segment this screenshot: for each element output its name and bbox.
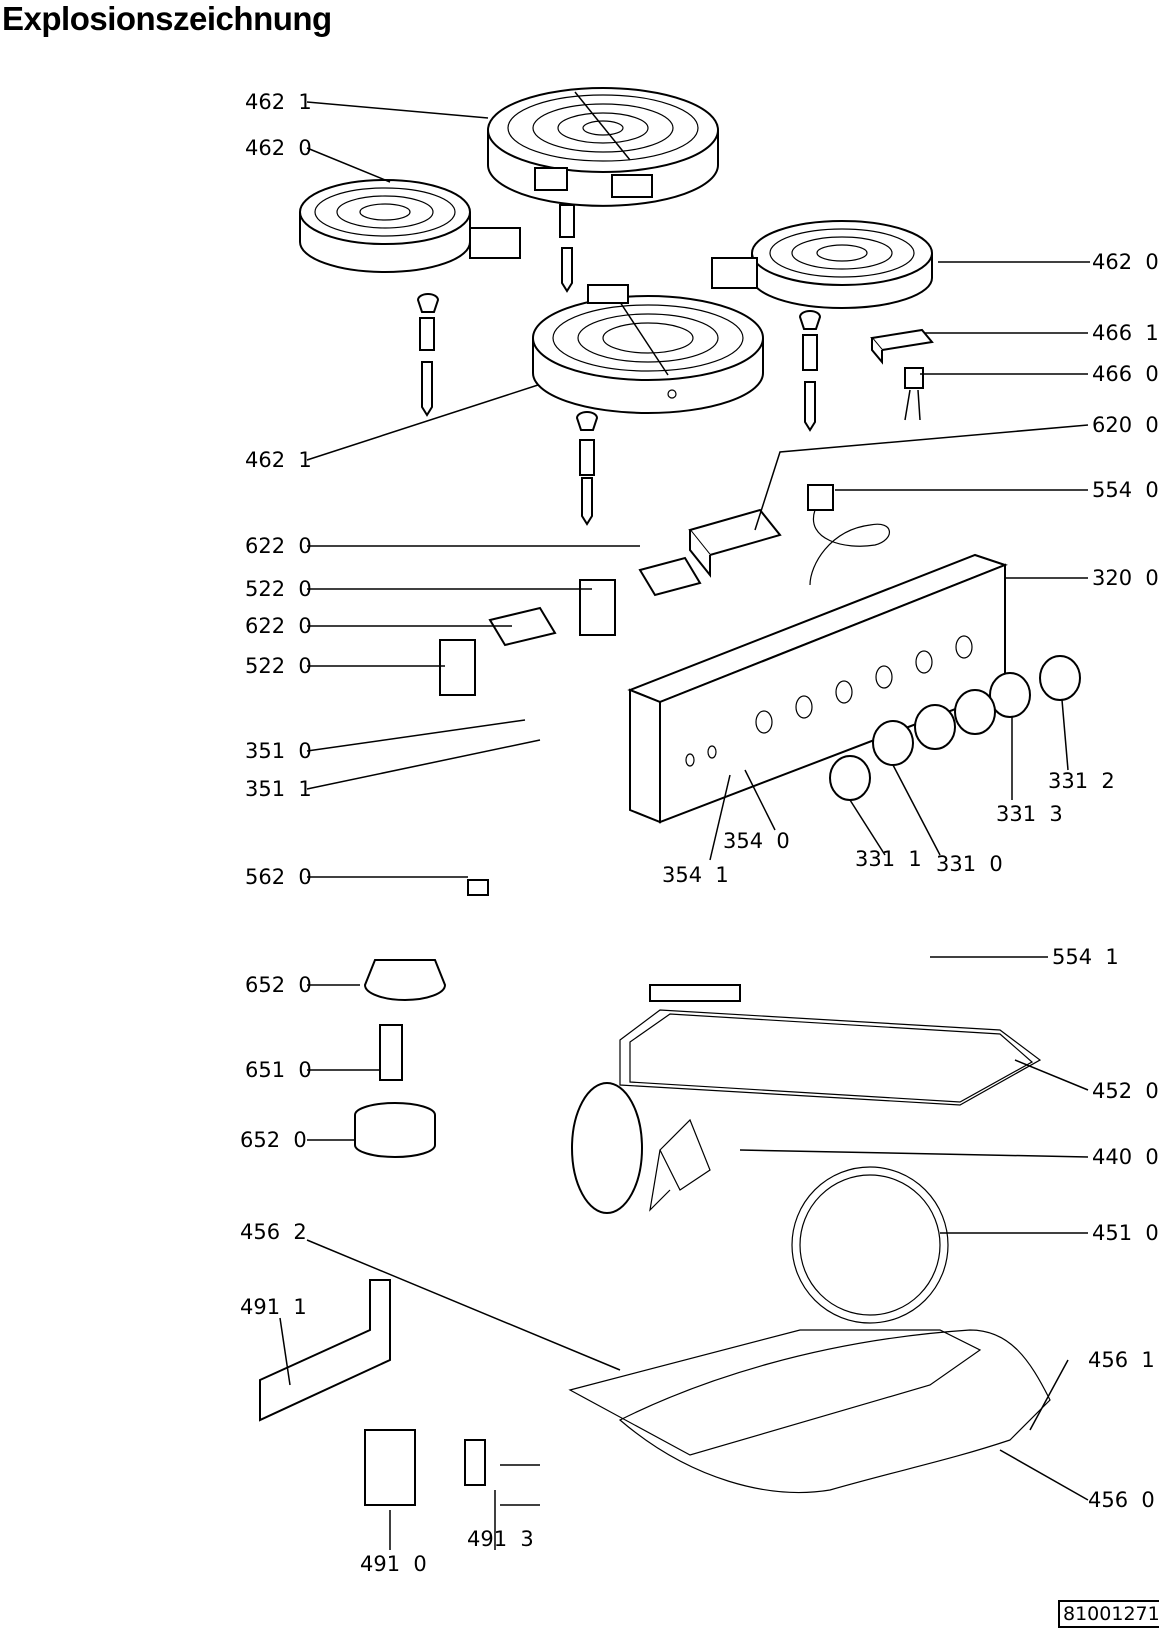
callout-440-0: 440 0 (1092, 1145, 1159, 1169)
callout-622-0-a: 622 0 (245, 534, 312, 558)
bottom-parts (259, 1279, 540, 1506)
callout-462-0-left: 462 0 (245, 136, 312, 160)
callout-466-0: 466 0 (1092, 362, 1159, 386)
callout-522-0-b: 522 0 (245, 654, 312, 678)
callout-331-0: 331 0 (936, 852, 1003, 876)
callout-331-1: 331 1 (855, 847, 922, 871)
callout-620-0: 620 0 (1092, 413, 1159, 437)
callout-462-1-top: 462 1 (245, 90, 312, 114)
callout-331-3: 331 3 (996, 802, 1063, 826)
document-number: 81001271 (1058, 1600, 1159, 1628)
callout-554-0: 554 0 (1092, 478, 1159, 502)
callout-462-1-front: 462 1 (245, 448, 312, 472)
callout-562-0: 562 0 (245, 865, 312, 889)
leader-lines (279, 101, 1090, 1550)
knobs (829, 655, 1081, 801)
callout-354-0: 354 0 (723, 829, 790, 853)
hotplate-right (711, 220, 933, 309)
control-panel (627, 553, 1008, 824)
callout-451-0: 451 0 (1092, 1221, 1159, 1245)
callout-320-0: 320 0 (1092, 566, 1159, 590)
callout-491-0: 491 0 (360, 1552, 427, 1576)
callout-522-0-a: 522 0 (245, 577, 312, 601)
hotplate-large-top (487, 87, 719, 207)
callout-651-0: 651 0 (245, 1058, 312, 1082)
callout-354-1: 354 1 (662, 863, 729, 887)
callout-456-2: 456 2 (240, 1220, 307, 1244)
hotplate-fasteners (416, 204, 822, 526)
callout-652-0-b: 652 0 (240, 1128, 307, 1152)
callout-466-1: 466 1 (1092, 321, 1159, 345)
callout-554-1: 554 1 (1052, 945, 1119, 969)
callout-652-0-a: 652 0 (245, 973, 312, 997)
callout-331-2: 331 2 (1048, 769, 1115, 793)
page-title: Explosionszeichnung (2, 0, 332, 37)
callout-351-1: 351 1 (245, 777, 312, 801)
callout-462-0-right: 462 0 (1092, 250, 1159, 274)
oven-elements (568, 984, 1051, 1493)
hotplate-large-front (532, 284, 764, 414)
callout-622-0-b: 622 0 (245, 614, 312, 638)
lamp-parts (354, 879, 489, 1158)
callout-491-3: 491 3 (467, 1527, 534, 1551)
callout-351-0: 351 0 (245, 739, 312, 763)
hotplate-left (299, 179, 521, 273)
callout-491-1: 491 1 (240, 1295, 307, 1319)
callout-452-0: 452 0 (1092, 1079, 1159, 1103)
bracket-and-indicator (870, 328, 934, 421)
callout-456-0: 456 0 (1088, 1488, 1155, 1512)
callout-456-1: 456 1 (1088, 1348, 1155, 1372)
